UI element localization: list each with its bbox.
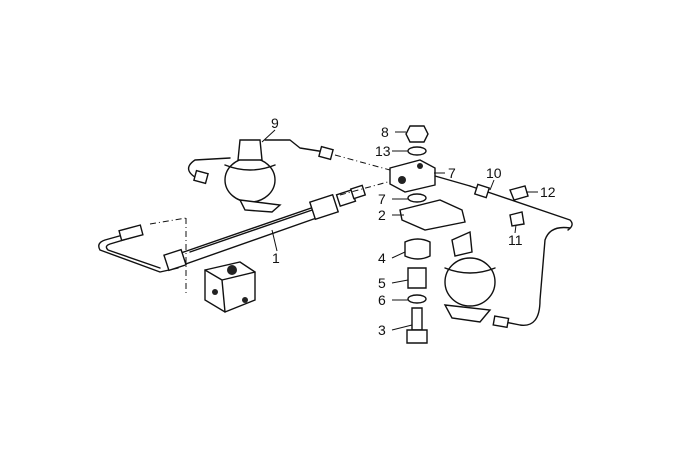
callout-12: 12: [540, 184, 556, 200]
leader-lines: [261, 129, 538, 331]
right-pipe: [469, 183, 573, 231]
center-stack: [389, 125, 471, 344]
callout-2: 2: [378, 207, 386, 223]
dash-line: [334, 154, 391, 171]
callout-4: 4: [378, 250, 386, 266]
callout-9: 9: [271, 115, 279, 131]
callout-7: 7: [448, 165, 456, 181]
callout-5: 5: [378, 275, 386, 291]
air-reservoir-upper: [187, 139, 334, 213]
callout-1: 1: [272, 250, 280, 266]
callout-6: 7: [378, 191, 386, 207]
air-reservoir-lower: [443, 226, 571, 329]
callout-6b: 6: [378, 292, 386, 308]
callout-13: 13: [375, 143, 391, 159]
dash-line: [339, 179, 396, 196]
callout-3: 3: [378, 322, 386, 338]
dash-line: [149, 217, 187, 225]
hose-part-1: [163, 184, 367, 272]
callout-8: 8: [381, 124, 389, 140]
left-pipe: [98, 224, 179, 273]
callout-11: 11: [508, 232, 523, 248]
valve-block: [204, 261, 256, 313]
callout-10: 10: [486, 165, 502, 181]
